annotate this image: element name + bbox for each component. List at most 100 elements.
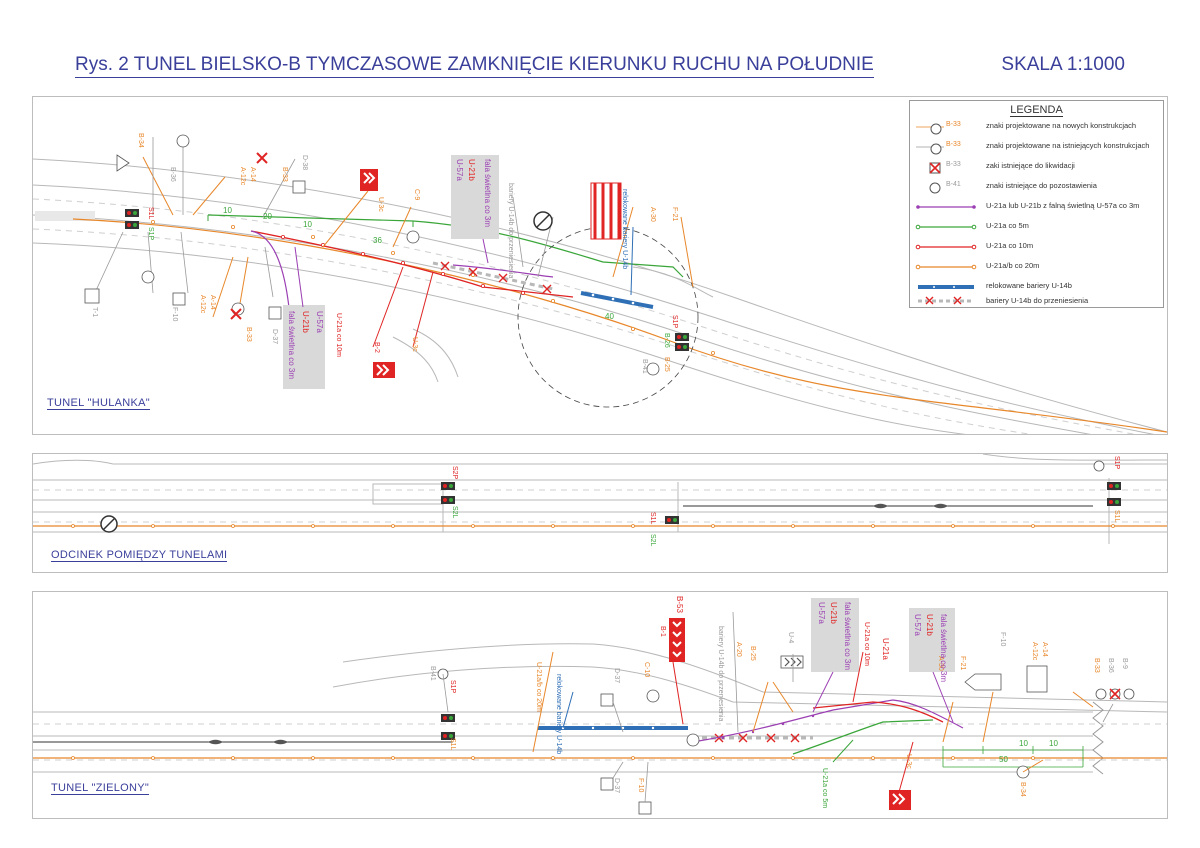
- bottom-leaders-purple: [812, 671, 954, 723]
- leader-lines-purple: [294, 238, 489, 308]
- legend-item-crosses: bariery U-14b do przeniesienia: [914, 295, 1159, 307]
- code-a30: A-30: [937, 656, 944, 671]
- legend: LEGENDA B-33 znaki projektowane na nowyc…: [909, 100, 1164, 308]
- code-b34: B-34: [137, 133, 144, 148]
- middle-lane-dashes: [33, 489, 1167, 523]
- svg-text:B-33: B-33: [946, 161, 961, 168]
- hatched-area: [35, 211, 95, 221]
- code-u3c-top: U-3c: [377, 197, 384, 212]
- top-big-labels: U-57a U-21b fala świetlna co 3m bariery …: [223, 159, 628, 379]
- legend-item-purple: U-21a lub U-21b z falną świetlną U-57a c…: [914, 197, 1159, 217]
- label-u21b-left: U-21b: [829, 602, 838, 624]
- code-f21: F-21: [959, 656, 966, 671]
- code-s2l: S2L: [451, 506, 458, 519]
- legend-item-new-signs: B-33 znaki projektowane na nowych konstr…: [914, 117, 1159, 137]
- code-f21: F-21: [671, 207, 678, 222]
- traffic-lights-middle-icon: [441, 482, 1121, 524]
- code-b53: B-53: [675, 596, 684, 613]
- panel-label-top: TUNEL "HULANKA": [47, 397, 150, 410]
- panel-top-drawing: B-34 A-12c A-14 B-33 D-38 B-36 U-3c C-9 …: [33, 133, 1167, 434]
- u57a-box-bottom: [283, 305, 325, 389]
- code-b41: B-41: [429, 666, 436, 681]
- bottom-purple-line: [692, 699, 964, 743]
- bottom-remove-sign-icon: [1109, 688, 1121, 700]
- legend-item-blue: relokowane bariery U-14b: [914, 277, 1159, 297]
- code-b9: B-9: [1121, 658, 1128, 669]
- bottom-median-islands: [208, 739, 288, 745]
- code-b36: B-36: [169, 167, 176, 182]
- f21-sign-icon: [964, 673, 1002, 691]
- code-c9: C-9: [413, 189, 420, 200]
- label-fala-left: fala świetlna co 3m: [843, 602, 852, 670]
- barrier-stripes-icon: [590, 182, 622, 240]
- bottom-u57a-box-left: [811, 598, 859, 672]
- bottom-chevron-u3c-icon: [889, 790, 911, 810]
- label-u57a-top: U-57a: [455, 159, 464, 181]
- traffic-light-2-icon: [675, 333, 689, 351]
- leader-lines-orange: [142, 156, 694, 318]
- label-relok: relokowane bariery U-14b: [555, 674, 562, 754]
- chevron-sign-icon: [360, 169, 378, 191]
- road-lines: [33, 158, 1167, 434]
- road-lane-dashes: [33, 198, 1136, 434]
- label-u57a-left: U-57a: [817, 602, 826, 624]
- middle-orange-dots: [71, 524, 1115, 528]
- code-s1l-b: S1L: [1113, 510, 1120, 523]
- f10-sign-icon: [1026, 665, 1048, 693]
- label-u21a: U-21a: [881, 638, 890, 660]
- svg-text:B-33: B-33: [946, 121, 961, 128]
- label-bariery-top: bariery U-14b do przeniesienia: [507, 183, 514, 278]
- code-s2l-b: S2L: [649, 534, 656, 547]
- chevron-small-icon: [116, 154, 130, 172]
- leader-lines-blue: [630, 226, 634, 296]
- bottom-road-lines: [33, 643, 1167, 775]
- code-b41: B-41: [641, 359, 648, 374]
- bottom-bariery-crosses: [714, 733, 800, 743]
- label-u21b-bottom: U-21b: [301, 311, 310, 333]
- bottom-square-sign-icons: [600, 693, 652, 815]
- drawing-scale: SKALA 1:1000: [1001, 54, 1125, 75]
- bottom-leaders-orange: [532, 651, 1094, 773]
- chevron-sign-bottom-icon: [373, 362, 395, 378]
- bottom-big-labels: U-57a U-21b fala świetlna co 3m U-21a co…: [535, 602, 1058, 808]
- code-a20: A-20: [735, 642, 742, 657]
- bariery-crosses: [440, 261, 552, 294]
- no-overtaking-middle-icon: [100, 515, 118, 533]
- bariery-u14b-line: [432, 261, 554, 291]
- code-s1p: S1P: [147, 227, 154, 241]
- code-d37: D-37: [271, 329, 278, 344]
- code-b25: B-25: [663, 357, 670, 372]
- label-u21b-top: U-21b: [467, 159, 476, 181]
- code-s1p: S1P: [1113, 456, 1120, 470]
- legend-item-green: U-21a co 5m: [914, 217, 1159, 237]
- code-s2p: S2P: [451, 466, 458, 480]
- code-b2: B-2: [373, 342, 380, 353]
- panel-tunel-hulanka: B-34 A-12c A-14 B-33 D-38 B-36 U-3c C-9 …: [32, 96, 1168, 435]
- square-sign-icons: [84, 180, 306, 320]
- code-f10: F-10: [999, 632, 1006, 647]
- dim-36: 36: [373, 236, 382, 245]
- bottom-lane-dashes: [33, 723, 1167, 761]
- code-a30: A-30: [649, 207, 656, 222]
- median-islands: [873, 503, 948, 509]
- legend-item-existing-structures: B-33 znaki projektowane na istniejących …: [914, 137, 1159, 157]
- leader-lines-red: [372, 266, 434, 348]
- relocated-barrier-dots: [591, 293, 635, 305]
- label-fala-right: fala świetlna co 3m: [939, 614, 948, 682]
- code-b1: B-1: [659, 626, 666, 637]
- label-u21a-10m: U-21a co 10m: [863, 622, 870, 666]
- label-u57a-right: U-57a: [913, 614, 922, 636]
- code-s1l: S1L: [449, 738, 456, 751]
- code-d38: D-38: [301, 155, 308, 170]
- label-relok-top: relokowane bariery U-14b: [621, 189, 628, 269]
- drawing-title: Rys. 2 TUNEL BIELSKO-B TYMCZASOWE ZAMKNI…: [75, 54, 874, 78]
- code-s1l: S1L: [649, 512, 656, 525]
- code-u3c: U-3c: [905, 754, 912, 769]
- u57a-box-top: [451, 155, 499, 239]
- code-b36: B-36: [1107, 658, 1114, 673]
- dim-50: 50: [999, 755, 1008, 764]
- bottom-traffic-light-icon: [441, 714, 455, 740]
- panel-label-bottom: TUNEL "ZIELONY": [51, 782, 150, 795]
- code-d37-bottom: D-37: [613, 778, 620, 793]
- code-f10: F-10: [171, 307, 178, 322]
